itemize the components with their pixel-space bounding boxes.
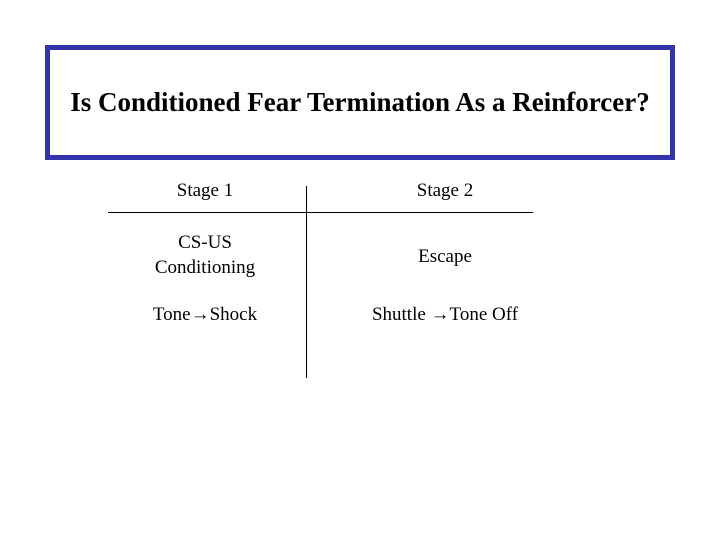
title-box: Is Conditioned Fear Termination As a Rei… [45, 45, 675, 160]
table-cell-stage1-row2: Tone→Shock [152, 304, 258, 325]
column-header-stage-2: Stage 2 [416, 180, 474, 201]
page-title: Is Conditioned Fear Termination As a Rei… [70, 86, 650, 117]
column-stage-2: Stage 2 [340, 178, 550, 206]
table-cell-stage1-row1: CS-US Conditioning [100, 230, 310, 280]
table-cell-stage2-row1: Escape [418, 246, 472, 267]
table-cell-line: CS-US [178, 232, 232, 253]
column-divider-line [306, 186, 307, 378]
column-stage-1: Stage 1 [100, 178, 310, 206]
content-table: Stage 1 Stage 2 CS-US Conditioning Escap… [100, 178, 630, 388]
header-divider-line [108, 212, 533, 213]
table-cell-stage2-row2: Shuttle →Tone Off [371, 304, 519, 325]
column-header-stage-1: Stage 1 [176, 180, 234, 201]
table-cell-line: Conditioning [154, 257, 256, 279]
